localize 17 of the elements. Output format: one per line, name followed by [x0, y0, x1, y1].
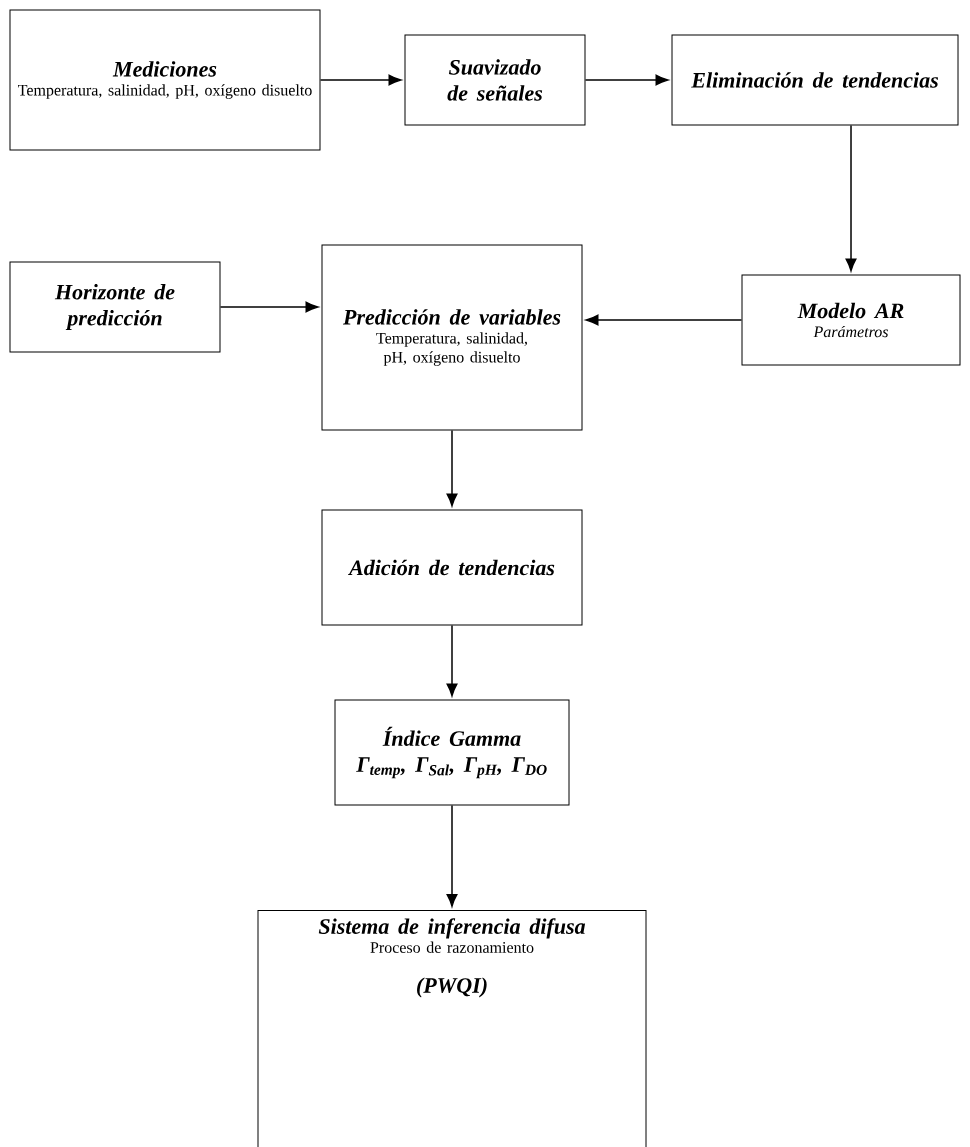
arrow	[585, 314, 743, 326]
process-box: Eliminación de tendencias	[671, 34, 959, 126]
process-box: Suavizado de señales	[404, 34, 586, 126]
arrow	[446, 429, 458, 507]
process-box: Índice Gamma Γ$_{temp}$, Γ$_{Sal}$, Γ$_{pH}$, Γ$_{DO}$	[334, 699, 570, 806]
arrow	[845, 124, 857, 272]
arrow	[319, 74, 402, 86]
process-box: Mediciones Temperatura, salinidad, pH, oxígeno disuelto	[9, 9, 321, 151]
process-box: Sistema de inferencia difusa Proceso de razonamiento (PWQI)	[257, 910, 647, 1147]
arrow	[219, 301, 319, 313]
process-box: Predicción de variables Temperatura, salinidad, pH, oxígeno disuelto	[321, 244, 583, 431]
arrow	[584, 74, 669, 86]
process-box: Adición de tendencias	[321, 509, 583, 626]
arrow	[446, 804, 458, 907]
arrow	[446, 624, 458, 697]
process-box: Horizonte de predicción	[9, 261, 221, 353]
process-box: Modelo AR Parámetros	[741, 274, 961, 366]
